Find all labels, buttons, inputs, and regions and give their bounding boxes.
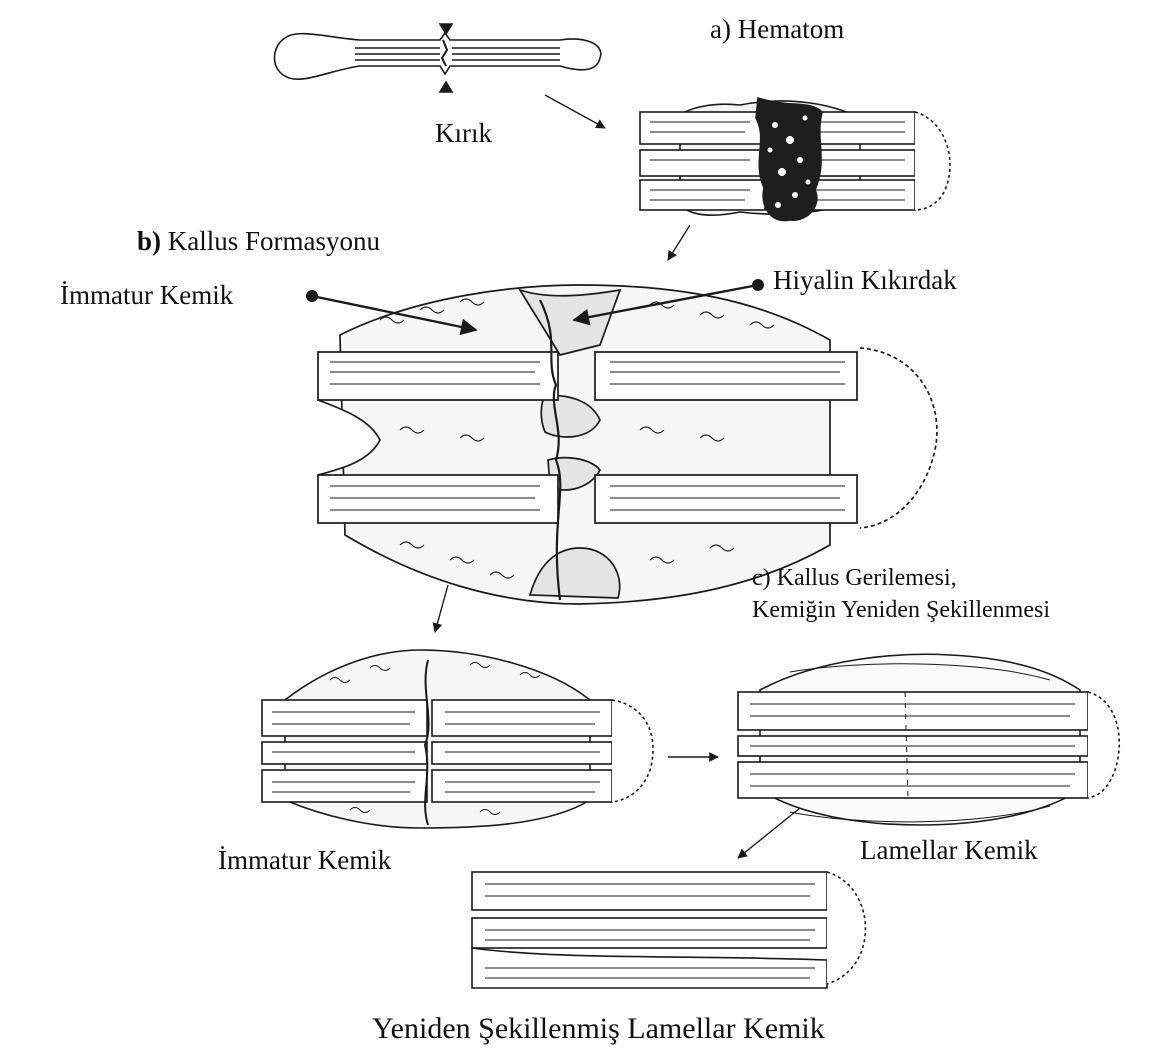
arrow-hematom-to-kallus <box>668 225 690 260</box>
label-hematom-text: Hematom <box>738 14 844 44</box>
label-immatur-kemik-bottom: İmmatur Kemik <box>218 845 391 876</box>
callus-formation-drawing <box>318 285 937 604</box>
label-hematom-letter: a) <box>710 14 731 44</box>
immature-callus-drawing <box>262 650 653 828</box>
arrow-kirik-to-hematom <box>545 95 605 128</box>
label-kallus-gerilemesi-letter: c) <box>752 565 771 591</box>
label-yeniden-sekillenmesi: Kemiğin Yeniden Şekillenmesi <box>752 597 1050 624</box>
label-lamellar-kemik: Lamellar Kemik <box>860 835 1038 866</box>
label-kallus-letter: b) <box>137 226 161 256</box>
remodeled-bone-drawing <box>472 872 865 988</box>
label-immatur-kemik-top: İmmatur Kemik <box>60 280 233 311</box>
label-kallus-gerilemesi: c) Kallus Gerilemesi, <box>752 565 957 592</box>
label-final-caption: Yeniden Şekillenmiş Lamellar Kemik <box>372 1012 825 1046</box>
hematoma-drawing <box>640 98 950 221</box>
arrow-lamellar-to-remodeled <box>738 808 800 858</box>
arrow-kallus-to-immatur <box>435 585 448 632</box>
label-kallus-text: Kallus Formasyonu <box>168 226 380 256</box>
label-kallus-formasyonu: b) Kallus Formasyonu <box>137 226 380 257</box>
label-kallus-gerilemesi-text: Kallus Gerilemesi, <box>777 565 957 591</box>
label-hematom: a) Hematom <box>710 14 844 45</box>
lamellar-bone-drawing <box>738 654 1119 825</box>
fractured-bone-drawing <box>274 24 600 92</box>
label-kirik: Kırık <box>435 118 492 149</box>
label-hiyalin-kikirdak: Hiyalin Kıkırdak <box>773 265 957 296</box>
